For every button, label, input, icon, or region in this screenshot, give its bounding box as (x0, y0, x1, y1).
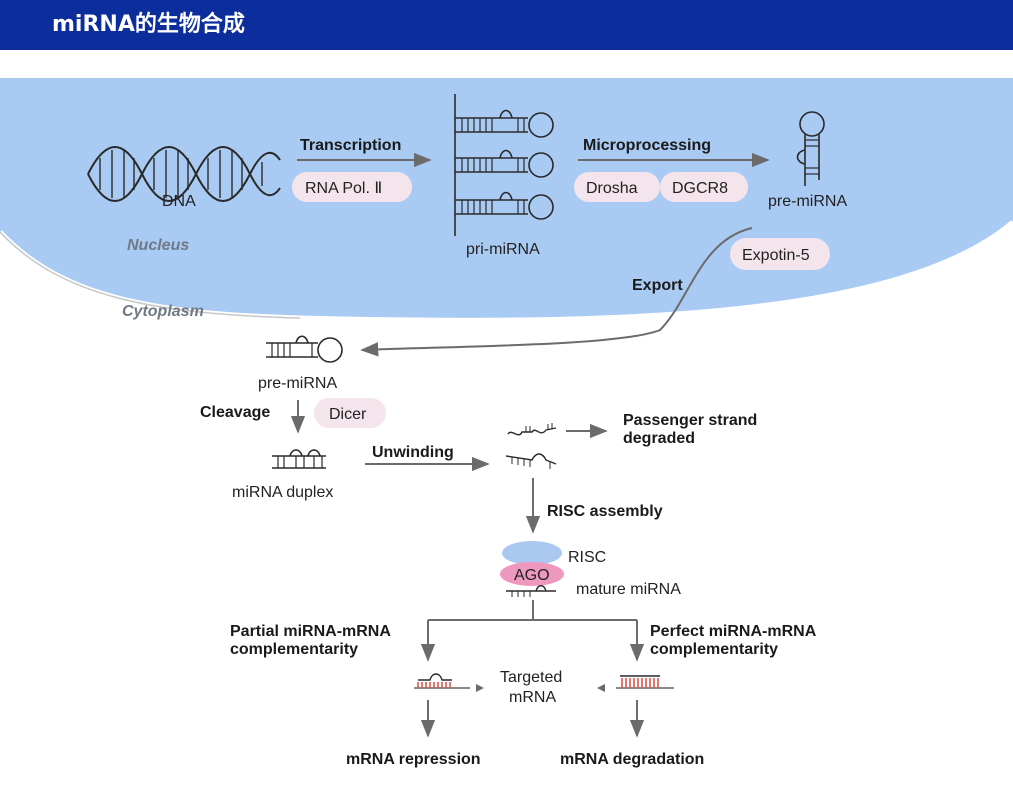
drosha-pill (574, 172, 660, 202)
targeted-label-1: Targeted (500, 669, 562, 686)
pre-mirna-cyto-label: pre-miRNA (258, 375, 337, 392)
passenger-label-2: degraded (623, 430, 695, 447)
rna-pol-label: RNA Pol. Ⅱ (305, 180, 382, 197)
dicer-pill (314, 398, 386, 428)
export-label: Export (632, 277, 683, 294)
partial-binding-icon (414, 673, 470, 689)
mirna-duplex-icon (272, 449, 326, 469)
cleavage-label: Cleavage (200, 404, 270, 421)
expotin-label: Expotin-5 (742, 247, 810, 264)
page-title: miRNA的生物合成 (0, 0, 1013, 50)
degradation-label: mRNA degradation (560, 751, 704, 768)
risc-complex (502, 541, 562, 565)
expotin-pill (730, 238, 830, 270)
guide-strand-icon (505, 453, 557, 469)
mature-mirna-label: mature miRNA (576, 581, 681, 598)
mirna-duplex-label: miRNA duplex (232, 484, 333, 501)
passenger-strand-icon (507, 423, 557, 436)
ago-protein (500, 562, 564, 586)
pri-mirna-label: pri-miRNA (466, 241, 540, 258)
risc-assembly-label: RISC assembly (547, 503, 663, 520)
dna-label: DNA (162, 193, 196, 210)
perfect-binding-icon (616, 675, 674, 689)
perfect-label-2: complementarity (650, 641, 778, 658)
repression-label: mRNA repression (346, 751, 481, 768)
dna-helix-icon (87, 146, 281, 202)
rna-pol-pill (292, 172, 412, 202)
left-pointer-icon (476, 684, 484, 692)
mature-mirna-icon (506, 585, 556, 597)
pre-mirna-hairpin-icon (796, 111, 825, 186)
transcription-label: Transcription (300, 137, 401, 154)
unwinding-label: Unwinding (372, 444, 454, 461)
dgcr8-pill (660, 172, 748, 202)
microprocessing-label: Microprocessing (583, 137, 711, 154)
targeted-label-2: mRNA (509, 689, 556, 706)
passenger-label-1: Passenger strand (623, 412, 757, 429)
export-arrow (360, 227, 753, 357)
perfect-label-1: Perfect miRNA-mRNA (650, 623, 817, 640)
dicer-label: Dicer (329, 406, 367, 423)
cytoplasm-label: Cytoplasm (122, 303, 204, 320)
right-pointer-icon (597, 684, 605, 692)
risc-label: RISC (568, 549, 606, 566)
cytoplasm-pre-mirna-icon (266, 335, 343, 363)
partial-label-2: complementarity (230, 641, 358, 658)
dgcr8-label: DGCR8 (672, 180, 728, 197)
partial-label-1: Partial miRNA-mRNA (230, 623, 391, 640)
drosha-label: Drosha (586, 180, 638, 197)
pre-mirna-nucleus-label: pre-miRNA (768, 193, 847, 210)
membrane-shadow (0, 231, 301, 319)
nucleus-region (0, 78, 1013, 321)
ago-label: AGO (514, 567, 550, 584)
nucleus-label: Nucleus (127, 237, 189, 254)
pri-mirna-hairpins-icon (454, 94, 554, 236)
